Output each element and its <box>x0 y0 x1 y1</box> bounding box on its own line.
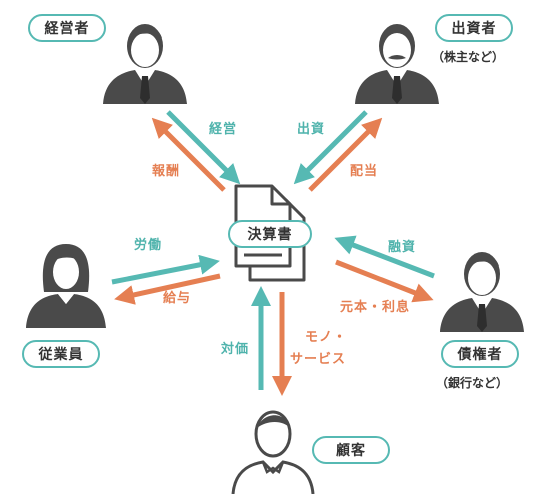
manager-out-label: 報酬 <box>152 164 181 179</box>
customer-out-label-1: モノ・ <box>305 330 348 345</box>
customer-in-label: 対価 <box>221 342 250 357</box>
investor-to-center-arrow <box>293 110 368 185</box>
customer-person-icon <box>231 410 315 494</box>
investor-note: （株主など） <box>432 50 505 64</box>
employee-person-icon <box>26 244 106 328</box>
employee-in-label: 労働 <box>134 238 163 253</box>
employee-label: 従業員 <box>22 340 100 368</box>
investor-in-label: 出資 <box>297 122 326 137</box>
center-document-label: 決算書 <box>228 220 312 248</box>
manager-person-icon <box>103 24 187 104</box>
creditor-person-icon <box>440 252 524 332</box>
employee-to-center-arrow <box>111 254 220 285</box>
creditor-in-label: 融資 <box>388 240 417 255</box>
creditor-label: 債権者 <box>441 340 519 368</box>
creditor-note: （銀行など） <box>436 376 509 390</box>
manager-to-center-arrow <box>166 110 241 185</box>
customer-label: 顧客 <box>312 436 390 464</box>
employee-out-label: 給与 <box>163 291 192 306</box>
investor-out-label: 配当 <box>350 164 379 179</box>
creditor-to-center-arrow <box>334 235 435 279</box>
investor-person-icon <box>355 24 439 104</box>
center-to-investor-arrow <box>308 117 383 192</box>
creditor-out-label: 元本・利息 <box>340 300 411 315</box>
center-to-employee-arrow <box>114 273 221 305</box>
center-to-creditor-arrow <box>335 259 434 303</box>
manager-label: 経営者 <box>28 14 106 42</box>
manager-in-label: 経営 <box>209 122 238 137</box>
customer-out-label-2: サービス <box>290 352 347 367</box>
investor-label: 出資者 <box>435 14 513 42</box>
center-to-manager-arrow <box>151 117 226 192</box>
